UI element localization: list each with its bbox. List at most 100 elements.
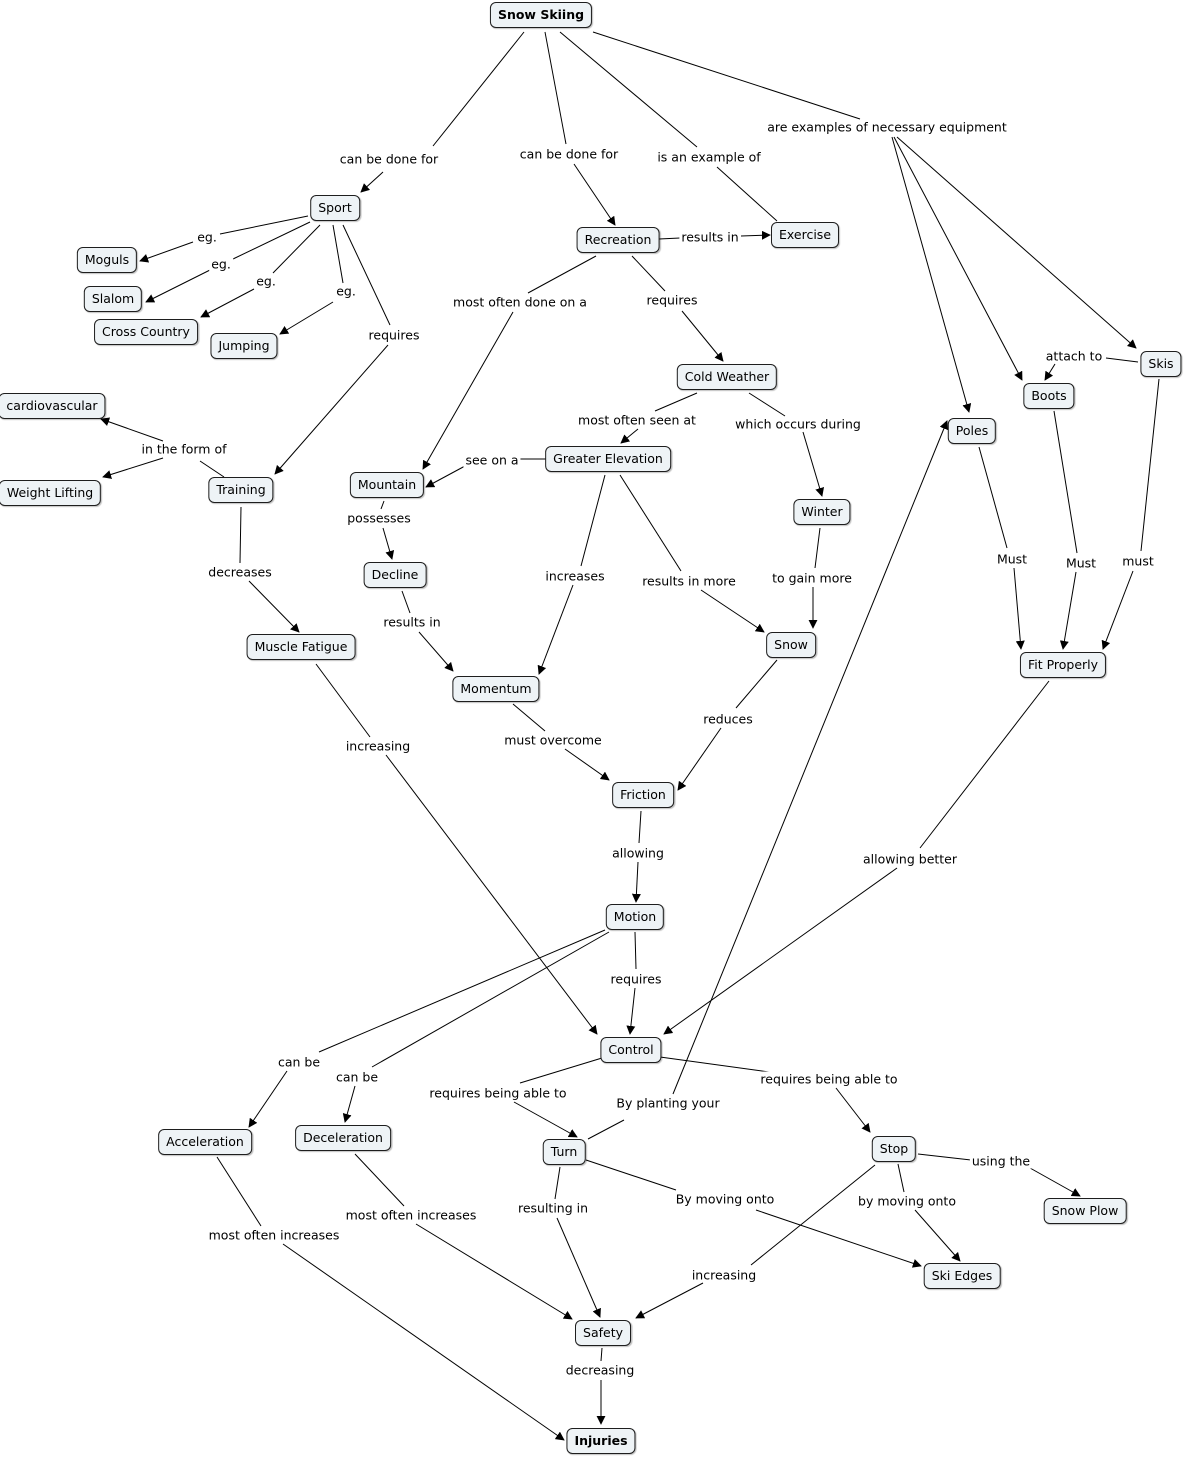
concept-jumping[interactable]: Jumping [210, 333, 278, 359]
concept-deceleration[interactable]: Deceleration [295, 1125, 391, 1151]
line-eg4-to-jumping [279, 301, 334, 335]
line-mostoften-to-mountain [422, 311, 514, 470]
concept-decline[interactable]: Decline [363, 562, 427, 588]
concept-mountain[interactable]: Mountain [349, 472, 425, 498]
link-must-skis: must [1120, 553, 1156, 569]
concept-fit-properly[interactable]: Fit Properly [1019, 652, 1107, 678]
concept-recreation[interactable]: Recreation [576, 227, 660, 253]
link-to-gain-more: to gain more [770, 570, 854, 586]
line-equipment-to-skis [896, 136, 1137, 349]
link-must-poles: Must [994, 551, 1030, 567]
concept-poles[interactable]: Poles [947, 418, 997, 444]
concept-training[interactable]: Training [208, 477, 274, 503]
concept-sport[interactable]: Sport [310, 195, 360, 221]
concept-friction[interactable]: Friction [612, 782, 674, 808]
line-allowing-to-motion [631, 861, 641, 903]
line-cdf1-to-sport [360, 171, 384, 193]
concept-control[interactable]: Control [600, 1037, 662, 1063]
concept-slalom[interactable]: Slalom [83, 286, 143, 312]
line-control-to-reqstop [659, 1056, 770, 1073]
concept-injuries[interactable]: Injuries [566, 1428, 636, 1454]
concept-cardiovascular[interactable]: cardiovascular [0, 393, 106, 419]
concept-winter[interactable]: Winter [793, 499, 851, 525]
line-possesses-to-decline [382, 527, 395, 560]
line-decreases-to-fatigue [248, 580, 300, 633]
concept-moguls[interactable]: Moguls [76, 247, 138, 273]
line-control-to-reqturn [519, 1057, 603, 1084]
line-accel-to-mostoften [216, 1156, 262, 1227]
concept-snow[interactable]: Snow [766, 632, 816, 658]
line-increasing-to-safety [635, 1282, 704, 1319]
line-must-to-fit1 [1013, 567, 1025, 650]
line-turn-to-planting [587, 1119, 625, 1140]
concept-ski-edges[interactable]: Ski Edges [923, 1263, 1001, 1289]
line-decel-to-mostoften [354, 1153, 405, 1207]
concept-exercise[interactable]: Exercise [770, 222, 840, 248]
line-increasing-to-control [385, 754, 598, 1035]
line-requires-to-training [274, 344, 389, 475]
line-seenat-to-elevation [620, 428, 639, 444]
concept-greater-elevation[interactable]: Greater Elevation [545, 446, 671, 472]
concept-momentum[interactable]: Momentum [452, 676, 540, 702]
concept-muscle-fatigue[interactable]: Muscle Fatigue [246, 634, 356, 660]
link-can-be-done-for-sport: can be done for [337, 151, 441, 167]
link-can-be-deceleration: can be [333, 1069, 381, 1085]
line-poles-to-must [978, 446, 1008, 549]
line-turn-to-movingonto [585, 1159, 677, 1191]
line-training-to-decreases [239, 506, 242, 564]
line-stop-to-usingthe [917, 1153, 972, 1161]
link-can-be-acceleration: can be [275, 1054, 323, 1070]
link-allowing-better: allowing better [860, 851, 960, 867]
concept-snow-plow[interactable]: Snow Plow [1043, 1198, 1127, 1224]
concept-turn[interactable]: Turn [542, 1139, 586, 1165]
line-resultsin-to-momentum [418, 631, 454, 672]
line-occurs-to-winter [802, 431, 825, 497]
line-canbe2-to-deceleration [342, 1085, 356, 1123]
concept-boots[interactable]: Boots [1023, 383, 1075, 409]
concept-safety[interactable]: Safety [575, 1320, 631, 1346]
link-increasing-fatigue: increasing [343, 738, 413, 754]
line-motion-to-canbe1 [318, 929, 606, 1053]
line-resultsmore-to-snow [700, 589, 765, 633]
line-must-to-fit3 [1101, 570, 1134, 650]
link-requires-being-able-turn: requires being able to [427, 1085, 569, 1101]
concept-cold-weather[interactable]: Cold Weather [676, 364, 778, 390]
line-elevation-to-resultsmore [619, 474, 682, 572]
line-stop-to-increasing [750, 1164, 876, 1266]
link-most-often-seen-at: most often seen at [576, 412, 698, 428]
link-requires-being-able-stop: requires being able to [758, 1071, 900, 1087]
concept-acceleration[interactable]: Acceleration [158, 1129, 252, 1155]
link-which-occurs-during: which occurs during [733, 416, 863, 432]
line-skiing-to-cdf1 [432, 31, 525, 147]
concept-skis[interactable]: Skis [1140, 351, 1182, 377]
link-resulting-in: resulting in [515, 1200, 591, 1216]
concept-snow-skiing[interactable]: Snow Skiing [489, 2, 593, 28]
line-sport-to-eg1 [219, 215, 309, 235]
line-mountain-to-possesses [380, 500, 385, 510]
line-mostoften-to-safety [415, 1223, 573, 1320]
concept-cross-country[interactable]: Cross Country [94, 319, 198, 345]
concept-weight-lifting[interactable]: Weight Lifting [0, 480, 102, 506]
link-must-overcome: must overcome [502, 732, 604, 748]
line-turn-to-resulting [554, 1166, 561, 1200]
line-elevation-to-increases [580, 474, 606, 567]
line-stop-to-byonto [897, 1163, 905, 1193]
link-eg-slalom: eg. [209, 256, 233, 272]
link-can-be-done-for-recreation: can be done for [517, 146, 621, 162]
link-by-moving-onto-stop: by moving onto [856, 1193, 958, 1209]
link-increases: increases [543, 568, 607, 584]
line-boots-to-must [1053, 410, 1078, 554]
line-form-to-weight [102, 457, 164, 479]
line-skis-to-must [1140, 378, 1160, 552]
line-motion-to-canbe2 [371, 931, 610, 1068]
line-reqstop-to-stop [835, 1087, 871, 1133]
line-decline-to-resultsin [401, 590, 411, 614]
line-seeona-to-mountain [425, 465, 466, 488]
line-reduces-to-friction [677, 727, 722, 791]
link-most-often-increases-accel: most often increases [206, 1227, 342, 1243]
concept-motion[interactable]: Motion [605, 904, 665, 930]
line-skiing-to-equipment [592, 31, 861, 120]
line-cdf2-to-recreation [573, 163, 616, 226]
concept-stop[interactable]: Stop [871, 1136, 917, 1162]
line-usingthe-to-snowplow [1029, 1167, 1081, 1197]
